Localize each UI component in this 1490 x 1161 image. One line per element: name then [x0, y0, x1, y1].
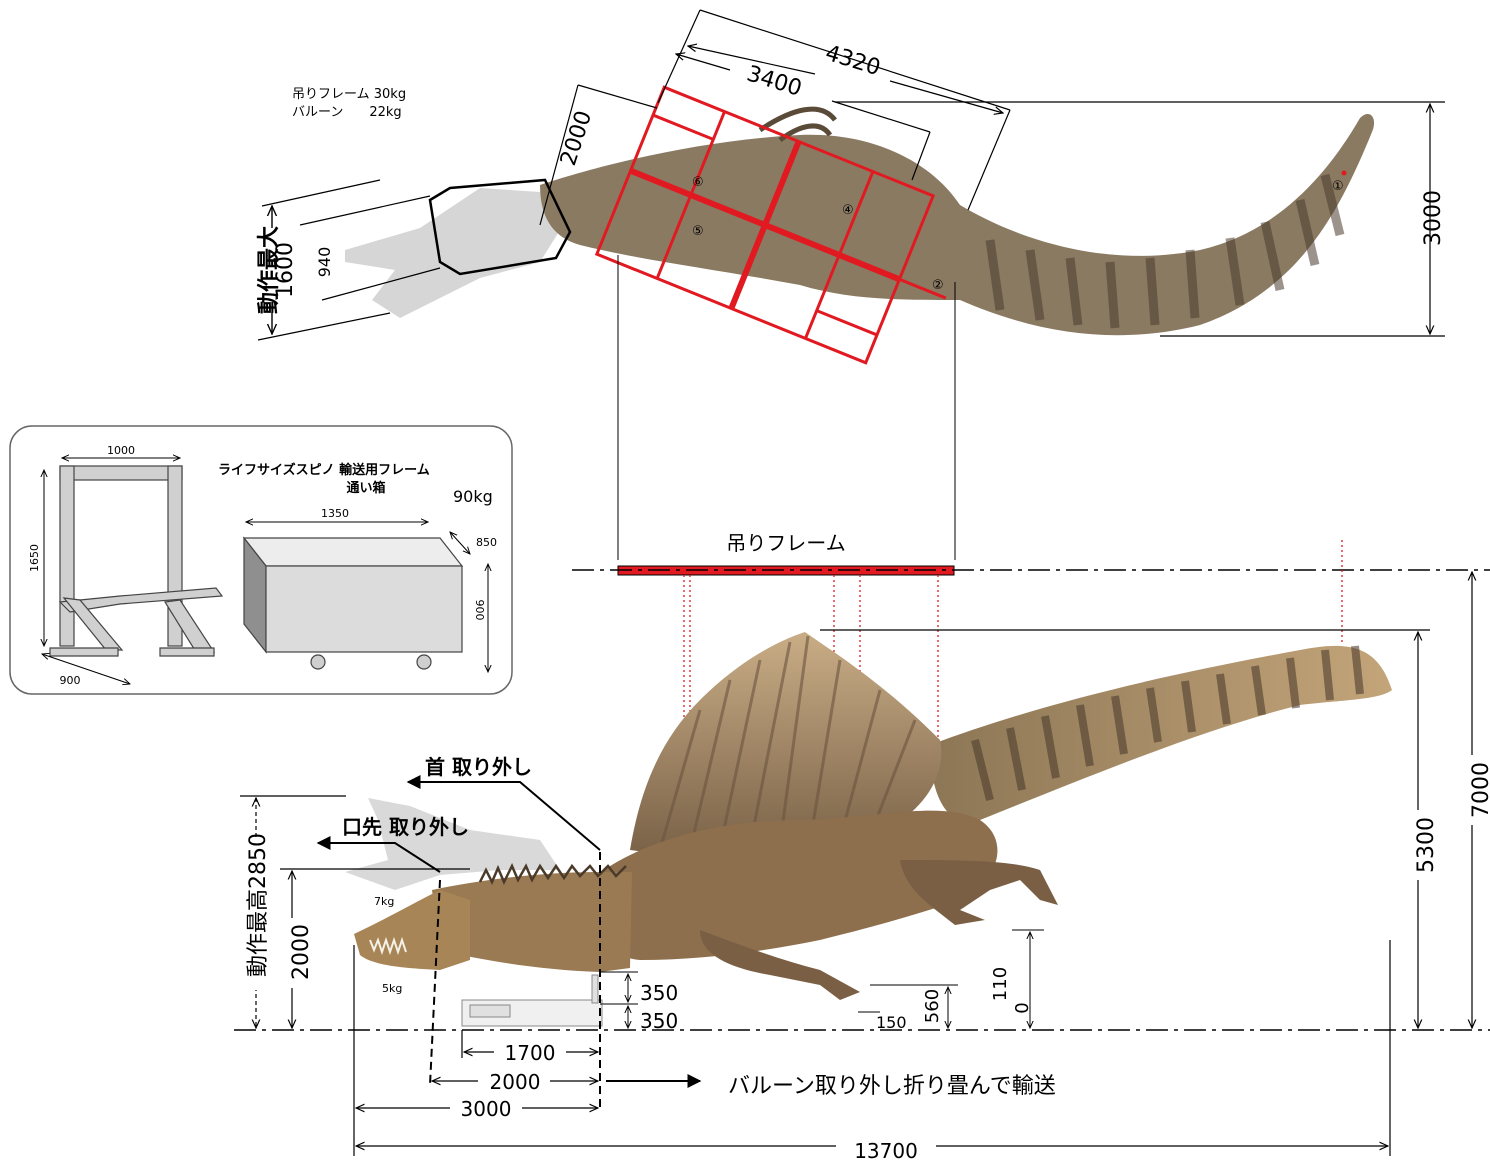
side-view: 吊りフレーム	[234, 531, 1490, 1161]
dinosaur-teeth	[369, 936, 407, 956]
tail-stripes-side	[971, 645, 1364, 801]
dim-3400-label: 3400	[744, 61, 805, 101]
neck-spikes	[478, 863, 627, 885]
marker-5: ⑤	[692, 224, 704, 239]
dinosaur-head-side	[354, 890, 470, 970]
dinosaur-sail-side	[630, 632, 942, 855]
marker-2: ②	[932, 278, 944, 293]
dinosaur-torso-side	[590, 810, 998, 960]
marker-1: ①	[1332, 179, 1344, 194]
balloon-note-label: バルーン取り外し折り畳んで輸送	[728, 1074, 1056, 1099]
dim-350-top: 350	[640, 981, 678, 1005]
motion-max-label-1: 動作最大	[257, 226, 282, 314]
motion-max-label-2: 1600	[273, 242, 298, 298]
dim-1100-a: 110	[990, 967, 1011, 1001]
dim-5300-label: 5300	[1414, 817, 1439, 873]
red-dot-marker	[1341, 170, 1347, 176]
dim-2000-vertical-label: 2000	[289, 924, 314, 980]
dim-7000-label: 7000	[1469, 762, 1490, 818]
marker-4: ④	[842, 203, 854, 218]
dim-motion-max-top: 動作最大 1600 940	[257, 179, 441, 341]
dim-13700-label: 13700	[854, 1139, 918, 1161]
weights-line-1: 吊りフレーム 30kg	[292, 87, 406, 102]
inset-box-height: 900	[473, 600, 486, 621]
neck-removal-arrow	[406, 775, 601, 851]
transport-box-drawing	[242, 536, 464, 670]
neck-removal-label: 首 取り外し	[425, 755, 532, 779]
snout-cut-line	[429, 879, 441, 1086]
transport-frame-drawing	[49, 465, 224, 657]
dim-1100-b: 0	[1012, 1002, 1033, 1013]
weights-line-2: バルーン 22kg	[292, 105, 402, 120]
inset-title-line1: ライフサイズスピノ 輸送用フレーム	[218, 462, 430, 478]
dim-3000-label: 3000	[461, 1097, 512, 1121]
snout-removal-arrow	[316, 836, 441, 873]
inset-box-depth: 850	[476, 536, 497, 549]
ghost-head-top	[345, 188, 560, 318]
sail-ribs	[658, 635, 917, 851]
ghost-head-side	[345, 798, 560, 890]
dinosaur-tail-side	[930, 645, 1392, 822]
dim-560: 560	[922, 989, 943, 1023]
dim-2000-horizontal-label: 2000	[490, 1070, 541, 1094]
dim-3000-top: 3000	[835, 101, 1446, 337]
dim-1700-label: 1700	[505, 1041, 556, 1065]
inset-weight: 90kg	[453, 487, 493, 506]
hanging-frame-label: 吊りフレーム	[726, 531, 845, 555]
dinosaur-arm-front	[700, 930, 860, 1000]
dim-150: 150	[876, 1013, 907, 1032]
dim-3000-top-label: 3000	[1421, 190, 1446, 246]
weight-5kg: 5kg	[382, 982, 402, 995]
inset-box-width: 1350	[321, 507, 349, 520]
dim-350-bottom: 350	[640, 1009, 678, 1033]
inset-title-line2: 通い箱	[346, 480, 385, 496]
dinosaur-body-top	[540, 113, 1375, 336]
tail-stripes-top	[985, 173, 1345, 329]
dim-2000-top-label: 2000	[556, 108, 597, 169]
inset-frame-height: 1650	[28, 544, 41, 572]
transport-inset: 1000 1650 900 1350 850 900 ライフサイズスピノ 輸送用…	[9, 425, 513, 695]
dinosaur-neck-side	[432, 872, 632, 972]
hanging-frame-top	[594, 85, 947, 365]
dinosaur-leg-back	[900, 860, 1058, 925]
dim-940-label: 940	[315, 247, 334, 278]
marker-6: ⑥	[692, 175, 704, 190]
inset-frame-width: 1000	[107, 444, 135, 457]
head-outline-top	[428, 178, 572, 276]
top-view: ⑥ ⑤ ④ ② ① 吊りフレーム 30kg バルーン 22kg 4320 340…	[257, 9, 1446, 560]
weight-7kg: 7kg	[374, 895, 394, 908]
dim-2850-label: 動作最高2850	[246, 833, 271, 977]
snout-removal-label: 口先 取り外し	[342, 815, 469, 839]
dim-4320-label: 4320	[822, 41, 883, 81]
transport-box-side	[461, 974, 603, 1027]
inset-frame-depth: 900	[60, 674, 81, 687]
